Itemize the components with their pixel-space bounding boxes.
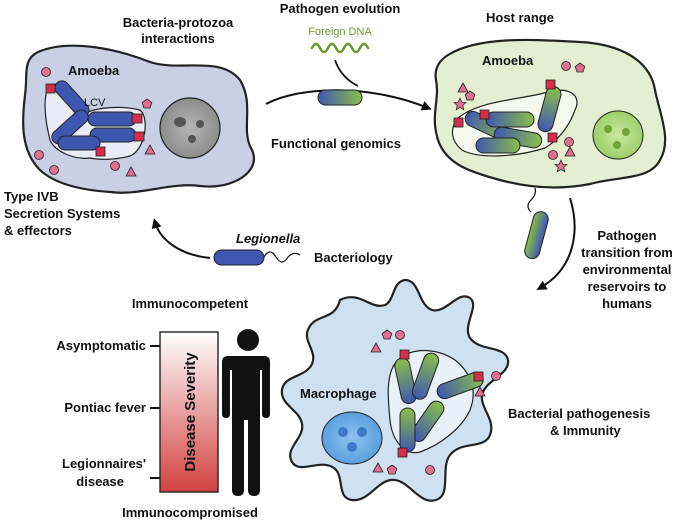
legionella-label: Legionella bbox=[236, 231, 300, 246]
right-bacteria-cluster bbox=[464, 86, 562, 154]
severity-level-pontiac-fever: Pontiac fever bbox=[64, 400, 146, 415]
severity-bar bbox=[159, 331, 219, 493]
host-range-label: Host range bbox=[486, 10, 554, 25]
pathogenesis-label-2: & Immunity bbox=[550, 423, 622, 438]
transition-bacterium bbox=[524, 187, 549, 260]
right-amoeba: Amoeba bbox=[433, 38, 667, 189]
transition-label-2: transition from bbox=[581, 245, 673, 260]
macrophage-bacteria-cluster bbox=[394, 352, 484, 453]
transition-label-4: reservoirs to bbox=[588, 279, 667, 294]
left-nucleus bbox=[159, 97, 221, 159]
lcv-label: LCV bbox=[84, 97, 106, 109]
severity-level-disease: disease bbox=[76, 474, 124, 489]
evolving-bacterium bbox=[317, 89, 363, 106]
transition-arrow bbox=[536, 197, 576, 290]
severity-axis-label: Disease Severity bbox=[182, 352, 199, 472]
transition-label-3: environmental bbox=[583, 262, 672, 277]
bacteriology-label: Bacteriology bbox=[314, 250, 394, 265]
immunocompromised-label: Immunocompromised bbox=[122, 505, 258, 520]
secretion-label-1: Type IVB bbox=[4, 189, 59, 204]
right-amoeba-label: Amoeba bbox=[482, 53, 534, 68]
left-amoeba: Amoeba LCV bbox=[22, 44, 255, 194]
secretion-label-3: & effectors bbox=[4, 223, 72, 238]
legionella-bacterium bbox=[213, 249, 301, 266]
pathogen-evolution-label: Pathogen evolution bbox=[280, 1, 401, 16]
transition-label-1: Pathogen bbox=[597, 228, 656, 243]
bacteria-protozoa-label-1: Bacteria-protozoa bbox=[123, 15, 234, 30]
pathogenesis-label-1: Bacterial pathogenesis bbox=[508, 406, 650, 421]
legionella-arrow bbox=[151, 218, 211, 259]
severity-level-legionnaires: Legionnaires' bbox=[62, 456, 146, 471]
transition-label-5: humans bbox=[602, 296, 652, 311]
bacteria-protozoa-label-2: interactions bbox=[141, 31, 215, 46]
secretion-label-2: Secretion Systems bbox=[4, 206, 120, 221]
foreign-dna-strand bbox=[310, 42, 370, 54]
severity-level-asymptomatic: Asymptomatic bbox=[56, 338, 146, 353]
person-silhouette-icon bbox=[222, 329, 270, 496]
macrophage-label: Macrophage bbox=[300, 386, 377, 401]
immunocompetent-label: Immunocompetent bbox=[132, 296, 249, 311]
left-amoeba-label: Amoeba bbox=[68, 63, 120, 78]
macrophage: Macrophage bbox=[280, 278, 510, 502]
functional-genomics-label: Functional genomics bbox=[271, 136, 401, 151]
foreign-dna-label: Foreign DNA bbox=[308, 26, 372, 38]
left-bacteria-cluster bbox=[51, 80, 137, 151]
